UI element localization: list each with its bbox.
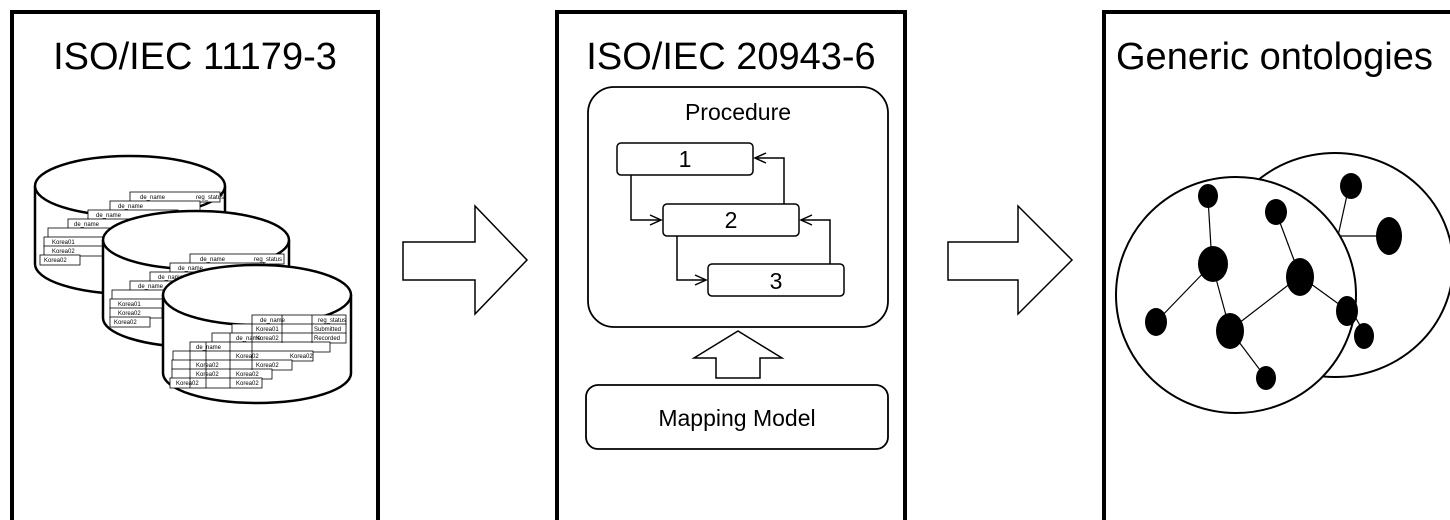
mapping-model-box xyxy=(585,384,889,450)
table-cell: reg_status xyxy=(196,195,224,201)
procedure-label: Procedure xyxy=(685,99,791,125)
table-cell: de_name xyxy=(158,275,184,281)
flow-arrow-right xyxy=(402,204,529,316)
table-cell: Korea01 xyxy=(118,302,141,308)
table-cell: Korea02 xyxy=(290,354,313,360)
panel-title: Generic ontologies xyxy=(1116,36,1433,78)
panel-title: ISO/IEC 11179-3 xyxy=(53,36,337,78)
table-cell: Korea02 xyxy=(256,363,279,369)
table-cell: de_name xyxy=(140,195,166,201)
table-cell: Submitted xyxy=(314,327,341,333)
table-cell: de_name xyxy=(96,213,122,219)
table-cell: Recorded xyxy=(314,336,340,342)
table-cell: de_name xyxy=(178,266,204,272)
table-cell: de_name xyxy=(138,284,164,290)
database-icon: de_name reg_status de_name de_name de_na… xyxy=(33,154,353,405)
table-cell: de_name xyxy=(200,257,226,263)
table-cell: Korea02 xyxy=(196,363,219,369)
table-cell: de_name xyxy=(260,318,286,324)
ontology-graph-front xyxy=(1115,176,1358,414)
database-table xyxy=(39,191,221,266)
panel-title: ISO/IEC 20943-6 xyxy=(586,36,876,78)
table-cell: Korea01 xyxy=(52,240,75,246)
step-box-3 xyxy=(707,263,845,297)
table-cell: de_name xyxy=(118,204,144,210)
table-cell: de_name xyxy=(74,222,100,228)
step-box-1 xyxy=(616,142,754,176)
table-cell: Korea02 xyxy=(44,258,67,264)
mapping-model-label: Mapping Model xyxy=(658,405,815,431)
table-cell: Korea02 xyxy=(236,381,259,387)
step-label-1: 1 xyxy=(679,146,692,172)
table-cell: Korea02 xyxy=(52,249,75,255)
up-arrow xyxy=(691,330,785,379)
step-box-2 xyxy=(662,203,800,237)
database-cylinder: de_name reg_status Korea01 Submitted de_… xyxy=(161,263,353,405)
table-cell: Korea02 xyxy=(114,320,137,326)
table-cell: Korea02 xyxy=(118,311,141,317)
table-cell: Korea02 xyxy=(236,354,259,360)
table-cell: Korea02 xyxy=(176,381,199,387)
diagram-canvas: de_name reg_status de_name de_name de_na… xyxy=(33,86,1450,450)
table-cell: de_name xyxy=(236,336,262,342)
table-cell: de_name xyxy=(196,345,222,351)
procedure-connectors xyxy=(630,152,831,286)
table-cell: Korea02 xyxy=(256,336,279,342)
database-table xyxy=(169,314,347,389)
table-cell: Korea02 xyxy=(196,372,219,378)
table-cell: reg_status xyxy=(318,318,346,324)
table-cell: reg_status xyxy=(254,257,282,263)
table-cell: Korea01 xyxy=(256,327,279,333)
step-label-3: 3 xyxy=(770,268,783,294)
step-label-2: 2 xyxy=(725,207,738,233)
table-cell: Korea02 xyxy=(236,372,259,378)
flow-arrow-right xyxy=(947,204,1074,316)
